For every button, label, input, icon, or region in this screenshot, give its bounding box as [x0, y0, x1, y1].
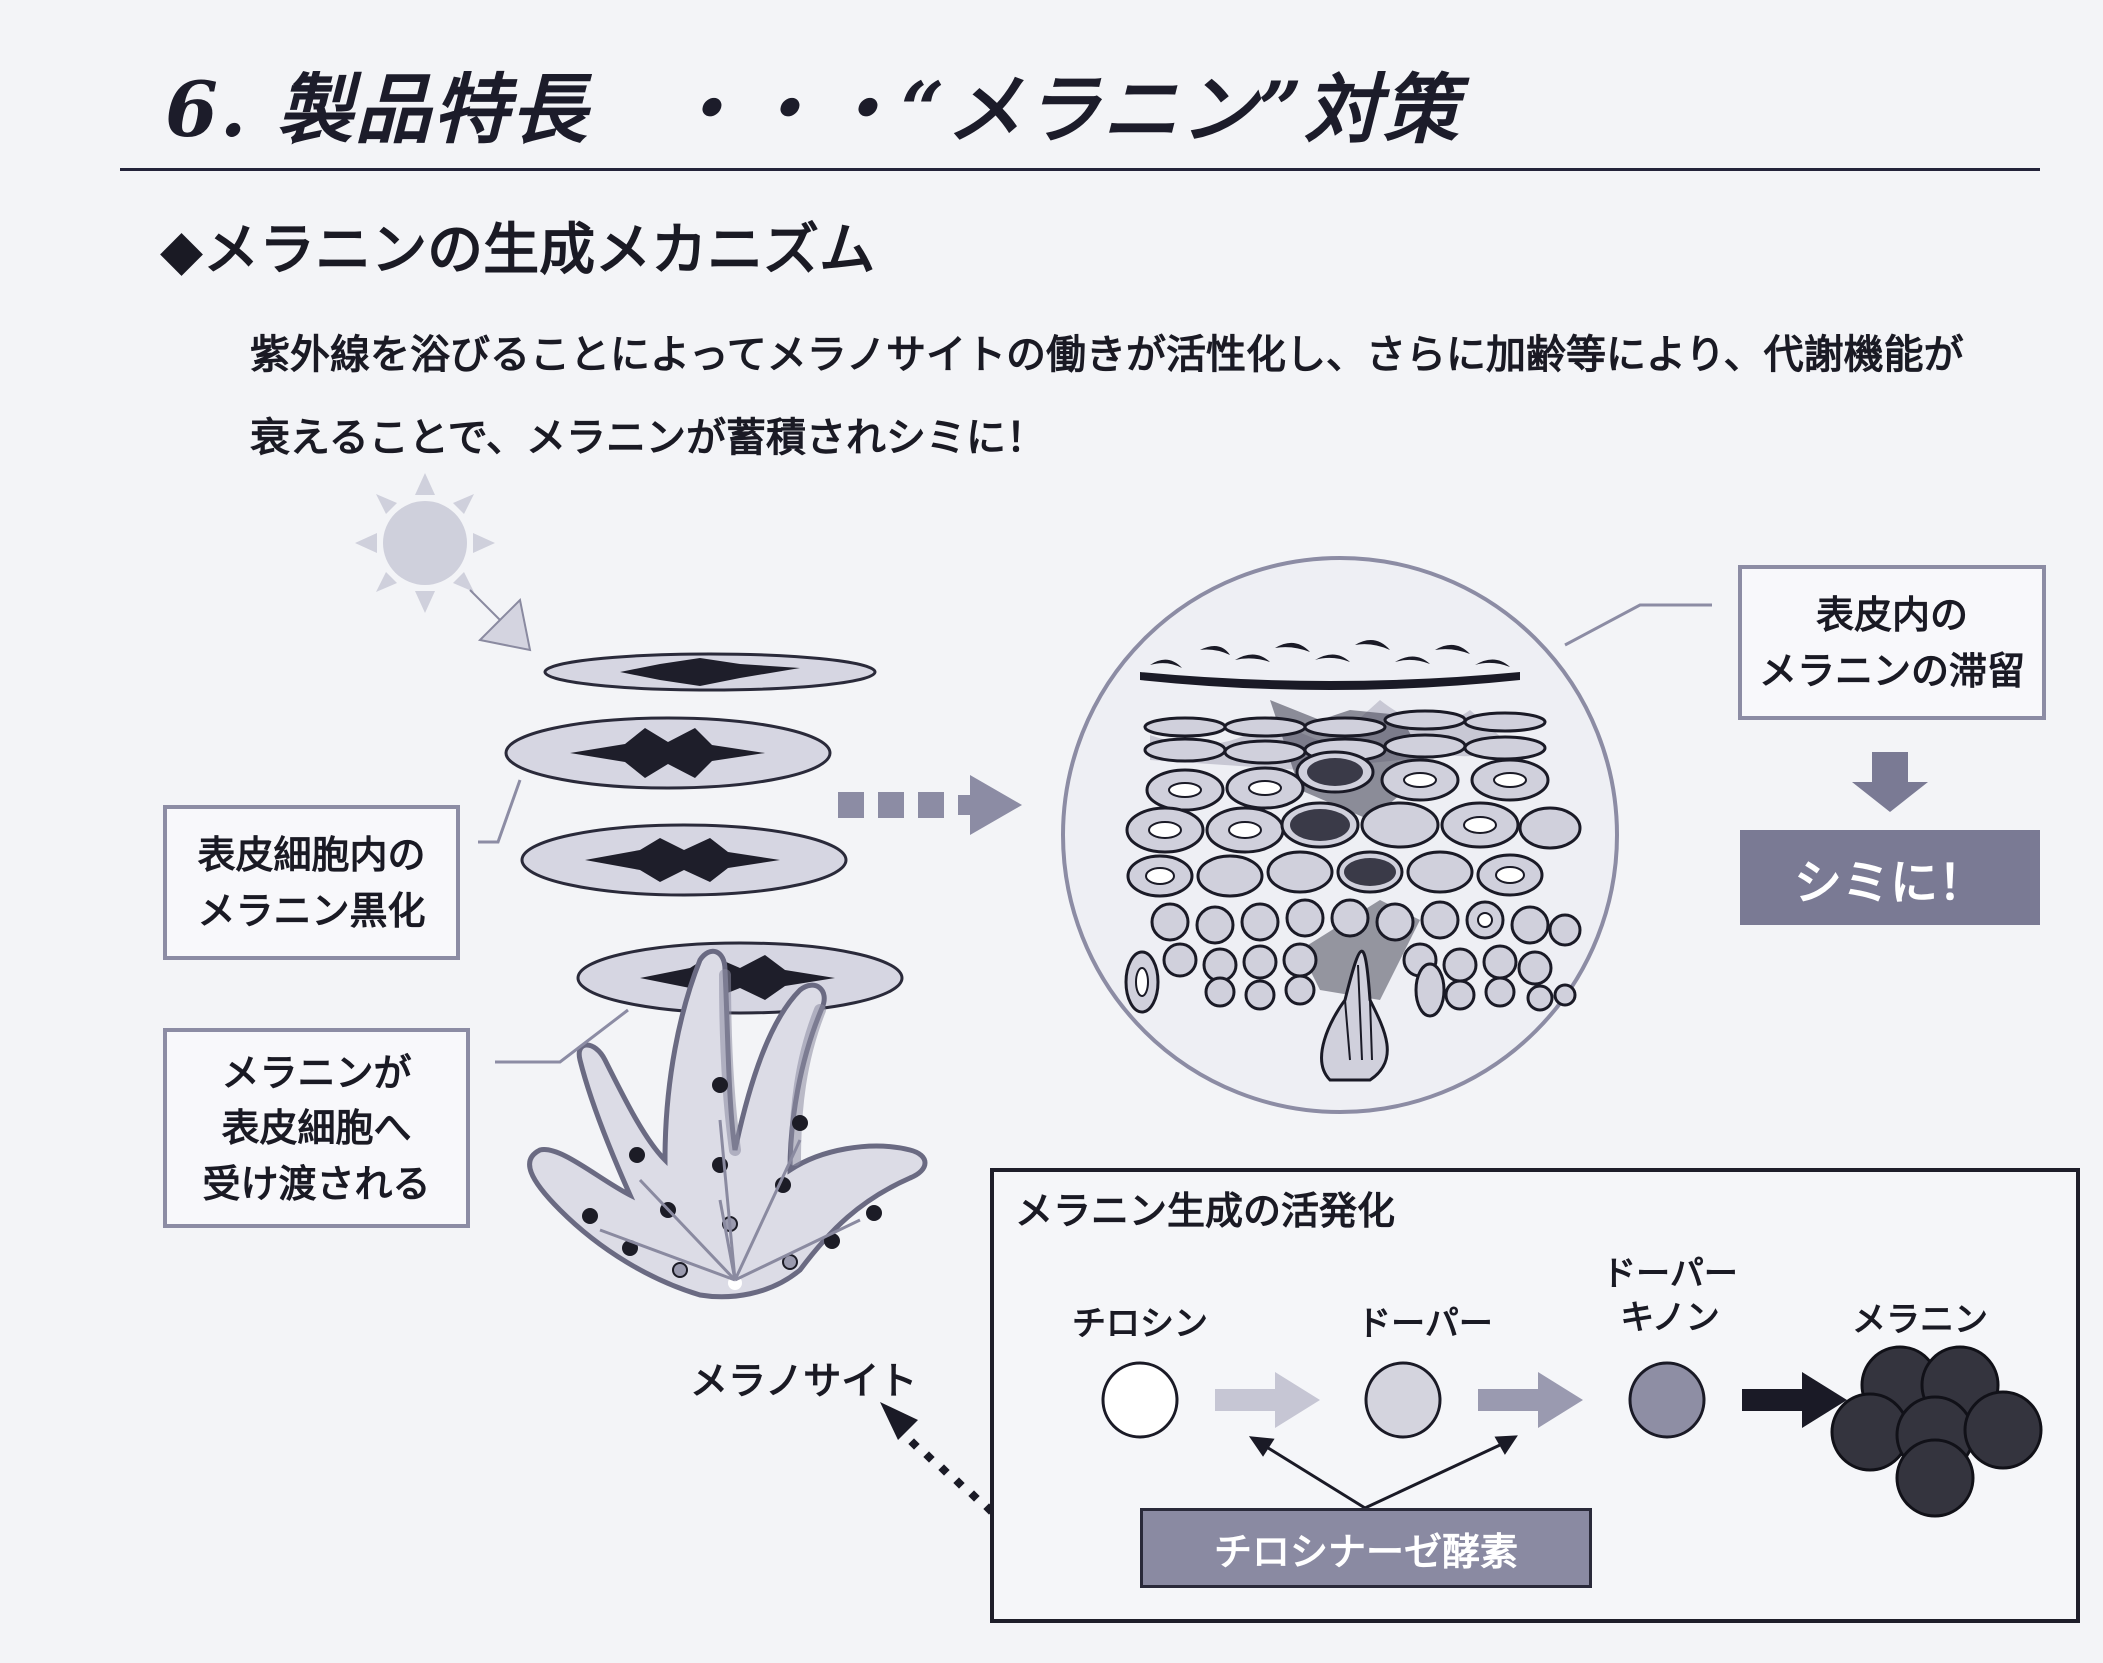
label-line: 表皮細胞内の	[197, 832, 426, 878]
label-melanin-transfer: メラニンが 表皮細胞へ 受け渡される	[163, 1028, 470, 1228]
arrow-dopa-to-dopaquinone	[1478, 1372, 1583, 1428]
stage-label-line: キノン	[1620, 1298, 1720, 1339]
stage-label-melanin: メラニン	[1820, 1298, 2020, 1342]
spot-result-badge: シミに！	[1740, 830, 2040, 925]
dopaquinone-node	[1628, 1361, 1706, 1439]
dashed-arrow-icon	[838, 775, 1022, 835]
tyrosine-node	[1101, 1361, 1179, 1439]
section-heading: ◆メラニンの生成メカニズム	[160, 217, 876, 283]
melanocyte-label: メラノサイト	[690, 1358, 918, 1403]
label-line: 受け渡される	[202, 1160, 431, 1206]
label-connector	[478, 603, 1712, 1064]
stage-label-tyrosine: チロシン	[1040, 1302, 1240, 1346]
skin-cross-section	[1061, 556, 1619, 1114]
pathway-title: メラニン生成の活発化	[1015, 1188, 1396, 1233]
enzyme-connector	[1248, 1435, 1518, 1510]
dopa-node	[1364, 1361, 1442, 1439]
stage-label-dopaquinone: ドーパー キノン	[1570, 1252, 1770, 1340]
stage-label-dopa: ドーパー	[1300, 1302, 1550, 1346]
melanocyte-cell	[527, 948, 928, 1300]
title-divider	[120, 168, 2040, 171]
stage-label-line: メラニン	[1852, 1300, 1988, 1340]
uv-arrow-icon	[469, 589, 532, 652]
label-line: メラニンが	[221, 1050, 412, 1096]
down-arrow-icon	[1852, 752, 1928, 812]
label-line: メラニン黒化	[197, 887, 426, 933]
description-line-2: 衰えることで、メラニンが蓄積されシミに！	[250, 414, 1046, 461]
label-line: メラニンの滞留	[1758, 647, 2025, 693]
tyrosinase-enzyme-label: チロシナーゼ酵素	[1140, 1508, 1592, 1588]
label-line: 表皮細胞へ	[221, 1105, 412, 1151]
arrow-dopaquinone-to-melanin	[1742, 1372, 1847, 1428]
label-melanin-retention: 表皮内の メラニンの滞留	[1738, 565, 2046, 720]
stage-label-line: チロシン	[1072, 1304, 1208, 1344]
epidermal-cell-stack	[504, 652, 904, 1015]
stage-label-line: ドーパー	[1357, 1304, 1493, 1344]
melanin-cluster-node	[1830, 1345, 2043, 1518]
stage-label-line: ドーパー	[1602, 1254, 1738, 1294]
description-line-1: 紫外線を浴びることによってメラノサイトの働きが活性化し、さらに加齢等により、代謝…	[250, 331, 1964, 378]
arrow-tyrosine-to-dopa	[1215, 1372, 1320, 1428]
sun-icon	[355, 473, 495, 613]
label-line: 表皮内の	[1815, 592, 1968, 638]
page-title: 6. 製品特長 ・・・“メラニン”対策	[165, 65, 1461, 154]
label-melanin-blackening: 表皮細胞内の メラニン黒化	[163, 805, 460, 960]
